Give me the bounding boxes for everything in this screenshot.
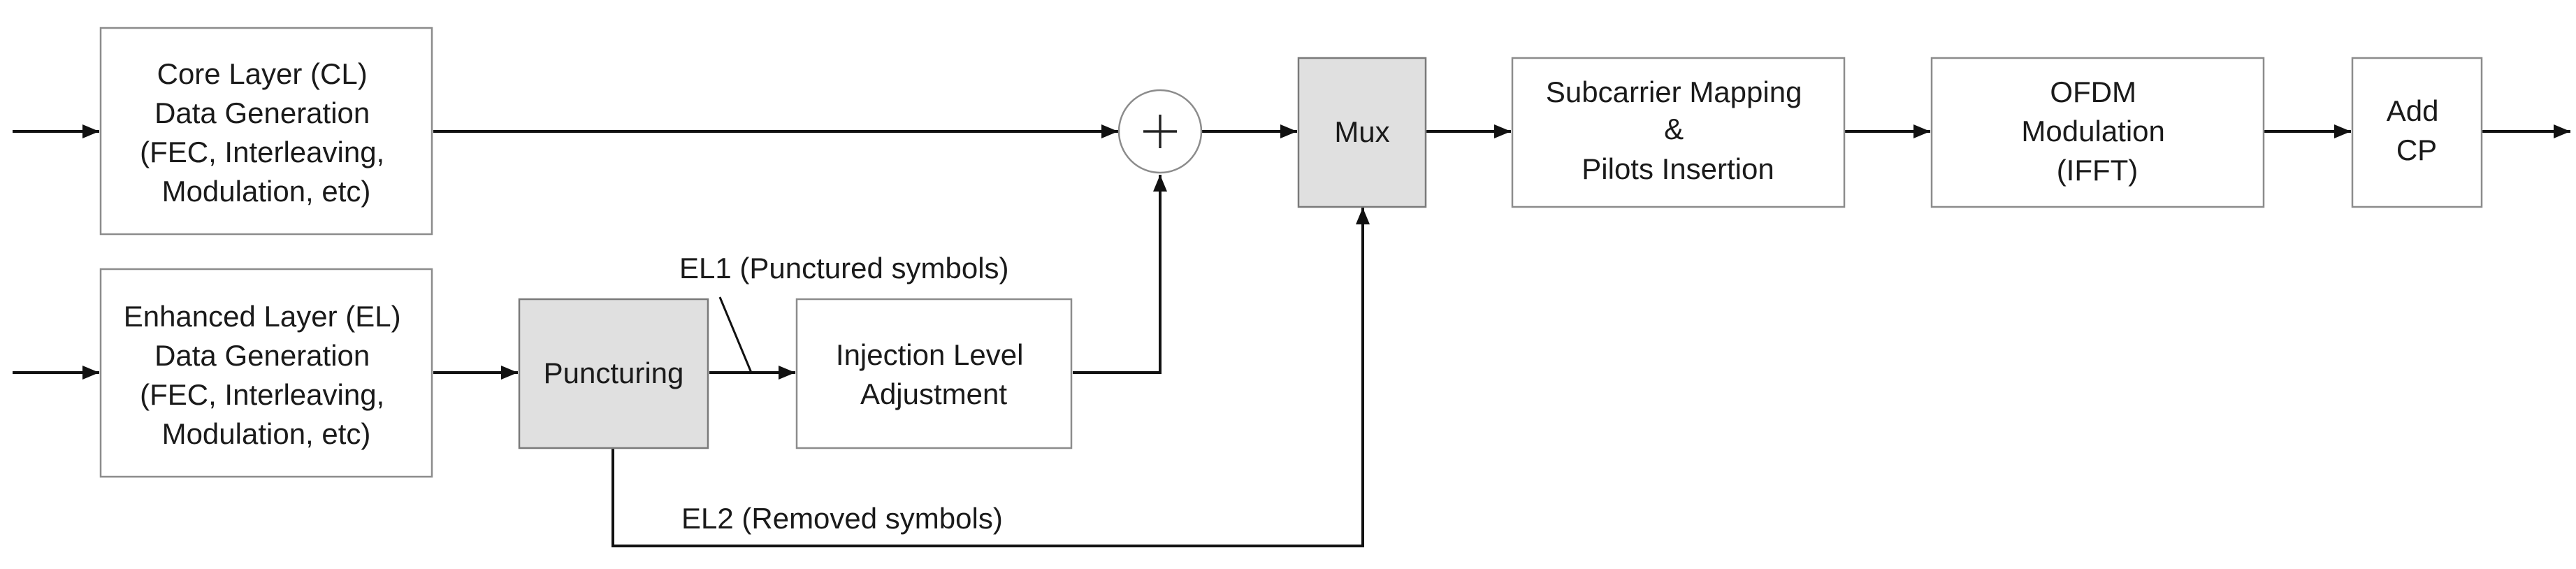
subcarrier-line-3: Pilots Insertion xyxy=(1582,152,1774,185)
enhanced-layer-line-4: Modulation, etc) xyxy=(162,417,371,450)
subcarrier-line-2: & xyxy=(1664,113,1684,145)
svg-text:Enhanced Layer (EL) Data: Enhanced Layer (EL) Data Generation (FEC… xyxy=(124,300,410,450)
connections xyxy=(13,124,2570,547)
enhanced-layer-block: Enhanced Layer (EL) Data Generation (FEC… xyxy=(99,268,433,478)
ofdm-line-1: OFDM xyxy=(2050,75,2136,108)
ofdm-line-2: Modulation xyxy=(2021,115,2164,147)
mux-label: Mux xyxy=(1334,115,1389,148)
el1-callout-line xyxy=(718,296,753,373)
el1-annotation: EL1 (Punctured symbols) xyxy=(679,252,1009,284)
ofdm-modulation-block: OFDM Modulation (IFFT) xyxy=(1930,57,2265,208)
el2-annotation: EL2 (Removed symbols) xyxy=(681,502,1003,535)
core-layer-block: Core Layer (CL) Data Generation (FEC, In… xyxy=(99,27,433,236)
enhanced-layer-line-2: Data Generation xyxy=(154,339,370,372)
puncturing-block: Puncturing xyxy=(518,298,709,449)
add-cp-line-2: CP xyxy=(2396,134,2437,166)
subcarrier-mapping-block: Subcarrier Mapping & Pilots Insertion xyxy=(1511,57,1846,208)
add-cp-line-1: Add xyxy=(2387,94,2439,127)
core-layer-line-4: Modulation, etc) xyxy=(162,175,371,208)
injection-level-block: Injection Level Adjustment xyxy=(795,298,1073,449)
enhanced-layer-line-1: Enhanced Layer (EL) xyxy=(124,300,401,333)
core-layer-line-2: Data Generation xyxy=(154,96,370,129)
add-cp-block: Add CP xyxy=(2351,57,2483,208)
svg-text:OFDM Modulation (I: OFDM Modulation (IFFT) xyxy=(2021,75,2173,187)
wire-injection-to-sum xyxy=(1073,175,1167,374)
injection-level-line-1: Injection Level xyxy=(836,338,1024,371)
svg-text:Subcarrier Mapping &: Subcarrier Mapping & Pilots Insertion xyxy=(1546,75,1810,185)
wire-el2-to-mux xyxy=(612,208,1370,547)
svg-text:Add CP: Add CP xyxy=(2387,94,2447,166)
enhanced-layer-line-3: (FEC, Interleaving, xyxy=(140,378,384,411)
core-layer-line-1: Core Layer (CL) xyxy=(157,57,368,90)
ofdm-line-3: (IFFT) xyxy=(2057,154,2139,187)
injection-level-line-2: Adjustment xyxy=(860,377,1007,410)
svg-text:Mux: Mux xyxy=(1334,115,1389,148)
subcarrier-line-1: Subcarrier Mapping xyxy=(1546,75,1802,108)
summing-node xyxy=(1117,89,1203,174)
puncturing-label: Puncturing xyxy=(544,356,684,389)
svg-text:Injection Level Adjustme: Injection Level Adjustment xyxy=(836,338,1032,410)
svg-text:Core Layer (CL) Data Gen: Core Layer (CL) Data Generation (FEC, In… xyxy=(140,57,393,208)
core-layer-line-3: (FEC, Interleaving, xyxy=(140,136,384,168)
svg-text:Puncturing: Puncturing xyxy=(544,356,684,389)
mux-block: Mux xyxy=(1297,57,1427,208)
